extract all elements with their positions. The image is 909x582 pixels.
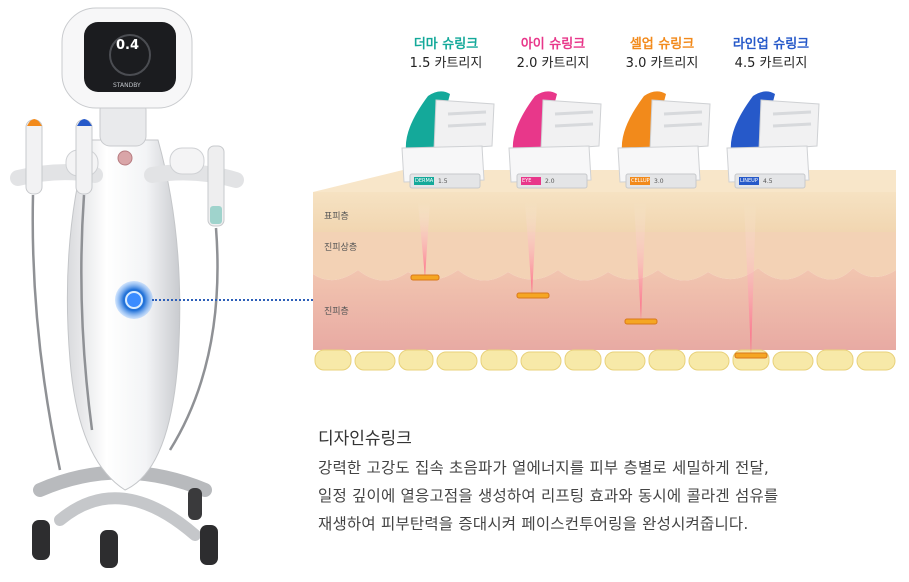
layer-label-dermis: 진피층 (324, 307, 349, 317)
layer-label-epidermis: 표피층 (324, 212, 349, 222)
screen-status: STANDBY (113, 82, 141, 89)
cartridge-sub: 2.0 카트리지 (516, 56, 590, 71)
cartridge-icon (726, 91, 820, 189)
cartridge-tag: CELLUP (631, 178, 650, 184)
connector-line (152, 299, 317, 301)
cartridge-depth: 1.5 (438, 178, 448, 185)
cartridge-icon (617, 91, 711, 189)
cartridge-sub: 1.5 카트리지 (409, 56, 483, 71)
cartridge-title: 셀업 슈링크 (629, 37, 695, 52)
cartridge-title: 라인업 슈링크 (732, 37, 810, 52)
cartridge-sub: 3.0 카트리지 (625, 56, 699, 71)
cartridge-tag: EYE (522, 178, 532, 184)
description-line-1: 강력한 고강도 집속 초음파가 열에너지를 피부 층별로 세밀하게 전달, (318, 459, 770, 477)
description-title: 디자인슈링크 (318, 429, 412, 449)
cartridge-tag: LINEUP (740, 178, 758, 184)
device-illustration (10, 7, 244, 568)
cartridge-icon (401, 91, 495, 189)
cartridge-depth: 3.0 (654, 178, 664, 185)
layer-label-upper-dermis: 진피상층 (324, 243, 358, 253)
cartridge-title: 더마 슈링크 (413, 37, 479, 52)
cartridge-icon (508, 91, 602, 189)
screen-value: 0.4 (116, 38, 140, 53)
description-line-3: 재생하여 피부탄력을 증대시켜 페이스컨투어링을 완성시켜줍니다. (318, 515, 749, 533)
cartridge-title: 아이 슈링크 (520, 37, 586, 52)
description-line-2: 일정 깊이에 열응고점을 생성하여 리프팅 효과와 동시에 콜라겐 섬유를 (318, 487, 779, 505)
cartridge-depth: 2.0 (545, 178, 555, 185)
cartridge-sub: 4.5 카트리지 (734, 56, 808, 71)
cartridge-depth: 4.5 (763, 178, 773, 185)
cartridge-tag: DERMA (415, 178, 434, 184)
